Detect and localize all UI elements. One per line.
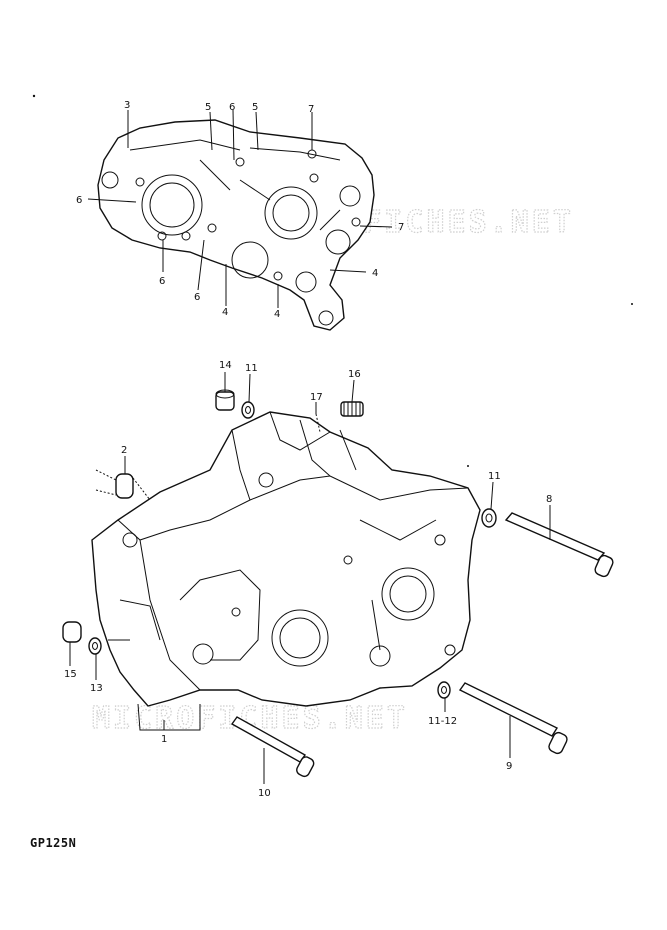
callout-6a: 6: [229, 102, 235, 113]
callout-4b: 4: [274, 309, 280, 320]
speck: [631, 303, 633, 305]
bolt-9: [458, 682, 568, 755]
callout-1: 1: [161, 734, 167, 745]
callout-13: 13: [90, 683, 103, 694]
plug-14: [215, 389, 235, 411]
callout-17: 17: [310, 392, 323, 403]
dowel-pin-2: [95, 469, 151, 501]
callout-11b: 11: [488, 471, 501, 482]
top-leaders: [87, 109, 393, 308]
callout-4c: 4: [372, 268, 378, 279]
callout-6c: 6: [159, 276, 165, 287]
bottom-leaders: [69, 372, 551, 784]
speck: [467, 465, 469, 467]
callout-6b: 6: [76, 195, 82, 206]
callout-16: 16: [348, 369, 361, 380]
callout-11-12: 11-12: [428, 716, 457, 727]
crankcase-assembly: [91, 411, 481, 707]
callout-6d: 6: [194, 292, 200, 303]
callout-14: 14: [219, 360, 232, 371]
plug-15: [62, 621, 82, 643]
washer-11-top: [241, 401, 255, 419]
callout-2: 2: [121, 445, 127, 456]
bolt-10: [230, 716, 315, 778]
washer-13: [88, 637, 102, 655]
callout-9: 9: [506, 761, 512, 772]
bottom-callouts: 14 11 16 17 2 11 8 15 13 1 11-12 9 10: [64, 360, 552, 799]
callout-4a: 4: [222, 307, 228, 318]
callout-5a: 5: [205, 102, 211, 113]
callout-11a: 11: [245, 363, 258, 374]
speck: [32, 94, 36, 98]
callout-7b: 7: [398, 222, 404, 233]
callout-10: 10: [258, 788, 271, 799]
cap-16: [340, 401, 364, 417]
top-callouts: 3 5 6 5 7 6 7 6 6 4 4 4: [76, 100, 404, 320]
bolt-8: [504, 512, 614, 578]
callout-15: 15: [64, 669, 77, 680]
washer-11-right: [481, 508, 497, 528]
washer-11-12: [437, 681, 451, 699]
model-code-label: GP125N: [30, 836, 77, 850]
callout-5b: 5: [252, 102, 258, 113]
callout-7a: 7: [308, 104, 314, 115]
stud-17-leader: [315, 413, 321, 433]
upper-crankcase-half: [97, 119, 375, 331]
callout-8: 8: [546, 494, 552, 505]
callout-3: 3: [124, 100, 130, 111]
